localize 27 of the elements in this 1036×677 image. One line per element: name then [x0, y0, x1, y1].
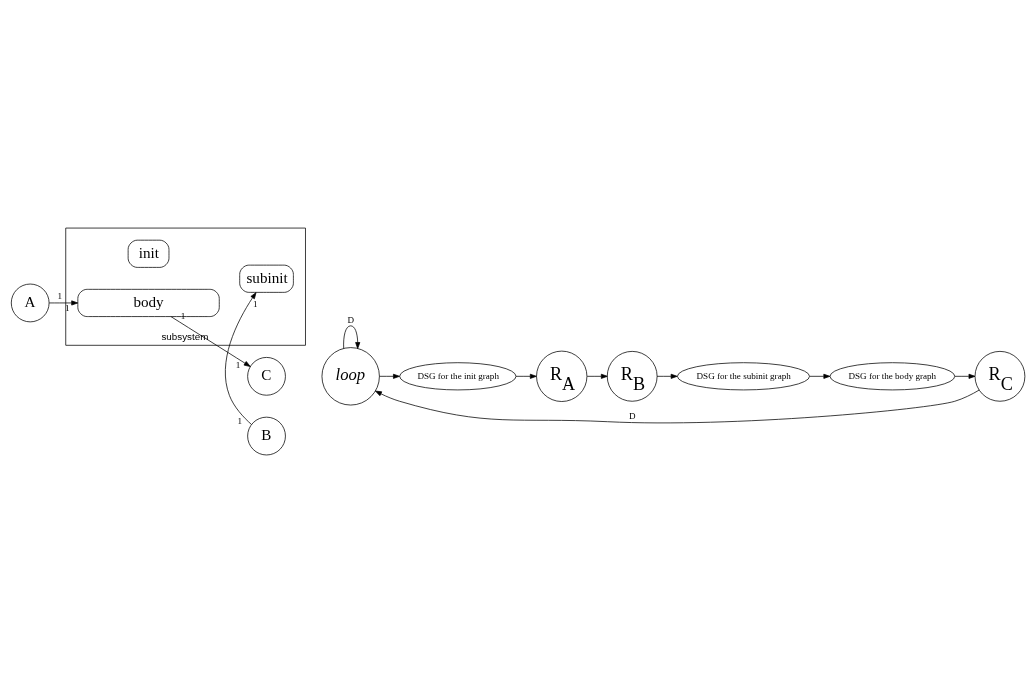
node-ellipse: DSG for the init graph — [399, 362, 517, 391]
arrow — [586, 373, 608, 379]
arrow — [656, 373, 678, 379]
arrow — [48, 300, 79, 306]
arrow — [379, 373, 400, 379]
node-box: subinit — [239, 264, 294, 293]
arrow — [375, 389, 980, 424]
edge-label: D — [628, 411, 636, 422]
node-ellipse: DSG for the body graph — [829, 362, 956, 391]
label: 1 — [235, 360, 241, 371]
node-circle: A — [10, 283, 50, 323]
label: 1 — [57, 291, 62, 302]
label: 1 — [64, 303, 70, 314]
node-box: init — [127, 239, 170, 268]
node-circle: B — [247, 416, 286, 456]
node-circle: C — [247, 357, 286, 396]
arrow — [809, 373, 831, 379]
node-circle: loop — [321, 347, 380, 406]
label: 1 — [252, 299, 258, 310]
arrow — [515, 373, 537, 379]
arrow — [343, 325, 361, 349]
arrow — [170, 316, 251, 367]
arrow — [954, 373, 976, 379]
arrow — [225, 292, 257, 425]
node-ellipse: DSG for the subinit graph — [677, 362, 810, 391]
label: 1 — [237, 416, 242, 427]
edge-label: D — [347, 315, 354, 326]
